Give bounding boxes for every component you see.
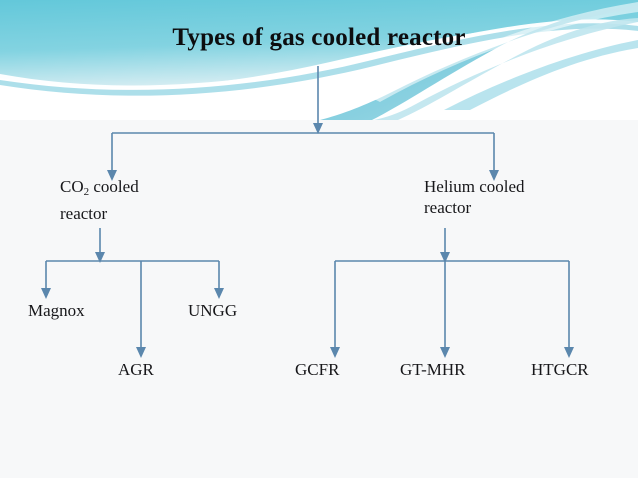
node-co2-text-part3: reactor bbox=[60, 204, 108, 223]
node-ungg: UNGG bbox=[188, 301, 238, 320]
node-helium-text-part2: reactor bbox=[424, 198, 472, 217]
arrowhead-agr bbox=[136, 347, 146, 358]
arrowhead-helium bbox=[489, 170, 499, 181]
arrowhead-helium-stem bbox=[440, 252, 450, 263]
node-gcfr: GCFR bbox=[295, 360, 340, 379]
arrowhead-gtmhr bbox=[440, 347, 450, 358]
node-gt-mhr: GT-MHR bbox=[400, 360, 466, 379]
arrowhead-co2-stem bbox=[95, 252, 105, 263]
arrowhead-co2 bbox=[107, 170, 117, 181]
node-co2-text-part1: CO bbox=[60, 177, 84, 196]
node-co2-text-part2: cooled bbox=[89, 177, 139, 196]
node-co2-cooled-reactor: CO2 cooled reactor bbox=[60, 176, 139, 224]
arrowhead-gcfr bbox=[330, 347, 340, 358]
arrowhead-ungg bbox=[214, 288, 224, 299]
node-helium-text-part1: Helium cooled bbox=[424, 177, 525, 196]
arrowhead-htgcr bbox=[564, 347, 574, 358]
page-title: Types of gas cooled reactor bbox=[172, 24, 466, 51]
node-co2-subscript: 2 bbox=[83, 186, 90, 198]
cyan-swoosh-banner bbox=[0, 0, 638, 120]
arrowhead-root bbox=[313, 123, 323, 134]
node-magnox: Magnox bbox=[28, 301, 85, 320]
node-helium-cooled-reactor: Helium cooled reactor bbox=[424, 176, 525, 218]
node-agr: AGR bbox=[118, 360, 154, 379]
node-htgcr: HTGCR bbox=[531, 360, 589, 379]
arrowhead-magnox bbox=[41, 288, 51, 299]
